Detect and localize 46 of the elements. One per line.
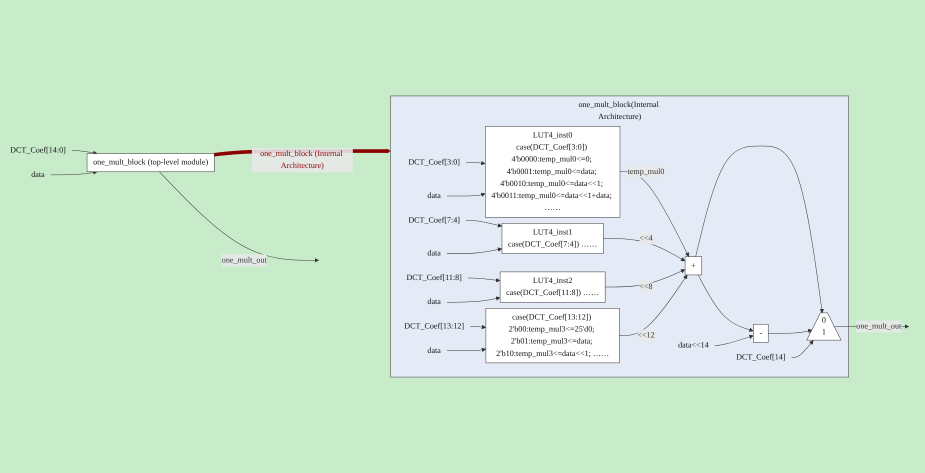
arrow: [603, 238, 686, 262]
node-text: DCT_Coef[13:12]: [404, 322, 464, 331]
arrow: [714, 334, 754, 346]
node-text: DCT_Coef[3:0]: [408, 158, 460, 167]
edge-label: <<4: [639, 234, 653, 243]
arrow: [695, 146, 824, 314]
arrow: [768, 328, 812, 334]
edge-label: one_mult_block (Internal Architecture): [260, 150, 343, 170]
arrow: [619, 274, 688, 336]
edge-label: <<8: [639, 282, 653, 292]
arrow: [466, 220, 502, 228]
arrow: [159, 172, 320, 262]
node-box: LUT4_inst2 case(DCT_Coef[11:8]) ……: [500, 272, 606, 302]
node-text: data: [427, 298, 441, 306]
node-box: -: [753, 324, 768, 343]
node-text: data: [31, 170, 45, 179]
edge-label: one_mult_out: [856, 322, 902, 331]
arrow: [446, 348, 486, 352]
arrow: [446, 296, 500, 302]
arrow: [791, 340, 814, 358]
arrow: [468, 278, 500, 282]
node-text: DCT_Coef[7:4]: [408, 216, 460, 224]
node-box: one_mult_block (top-level module): [86, 153, 214, 172]
arrow: [698, 274, 754, 332]
arrow: [446, 192, 486, 197]
node-text: DCT_Coef[14]: [736, 353, 786, 362]
edge-label: one_mult_out: [222, 256, 267, 264]
arrow: [620, 172, 690, 257]
node-box: LUT4_inst1 case(DCT_Coef[7:4]) ……: [502, 223, 604, 254]
node-box: +: [684, 256, 702, 276]
node-text: data<<14: [678, 340, 709, 350]
edge-label: temp_mul0: [628, 167, 664, 176]
node-box: case(DCT_Coef[13:12]) 2'b00:temp_mul3<=25'd0; 2'b01:temp_mul3<=data; 2'b10:temp_mul3<=data<<1; ……: [486, 308, 620, 364]
arrow: [604, 269, 686, 288]
node-text: data: [427, 192, 441, 200]
arrow: [50, 170, 98, 176]
node-text: data: [427, 249, 441, 258]
arrow: [466, 160, 486, 166]
arrow: [470, 324, 486, 330]
arrow: [446, 247, 502, 254]
node-text: DCT_Coef[11:8]: [406, 273, 462, 282]
arrow: [72, 150, 98, 156]
node-text: data: [427, 346, 441, 355]
edge-label: <<12: [637, 331, 655, 340]
node-box: LUT4_inst0 case(DCT_Coef[3:0]) 4'b0000:temp_mul0<=0; 4'b0001:temp_mul0<=data; 4'b0010:temp_mul0<=data<<1; 4'b0011:temp_mul0<=data<<1+data; ……: [485, 126, 620, 218]
node-text: DCT_Coef[14:0]: [10, 146, 66, 155]
